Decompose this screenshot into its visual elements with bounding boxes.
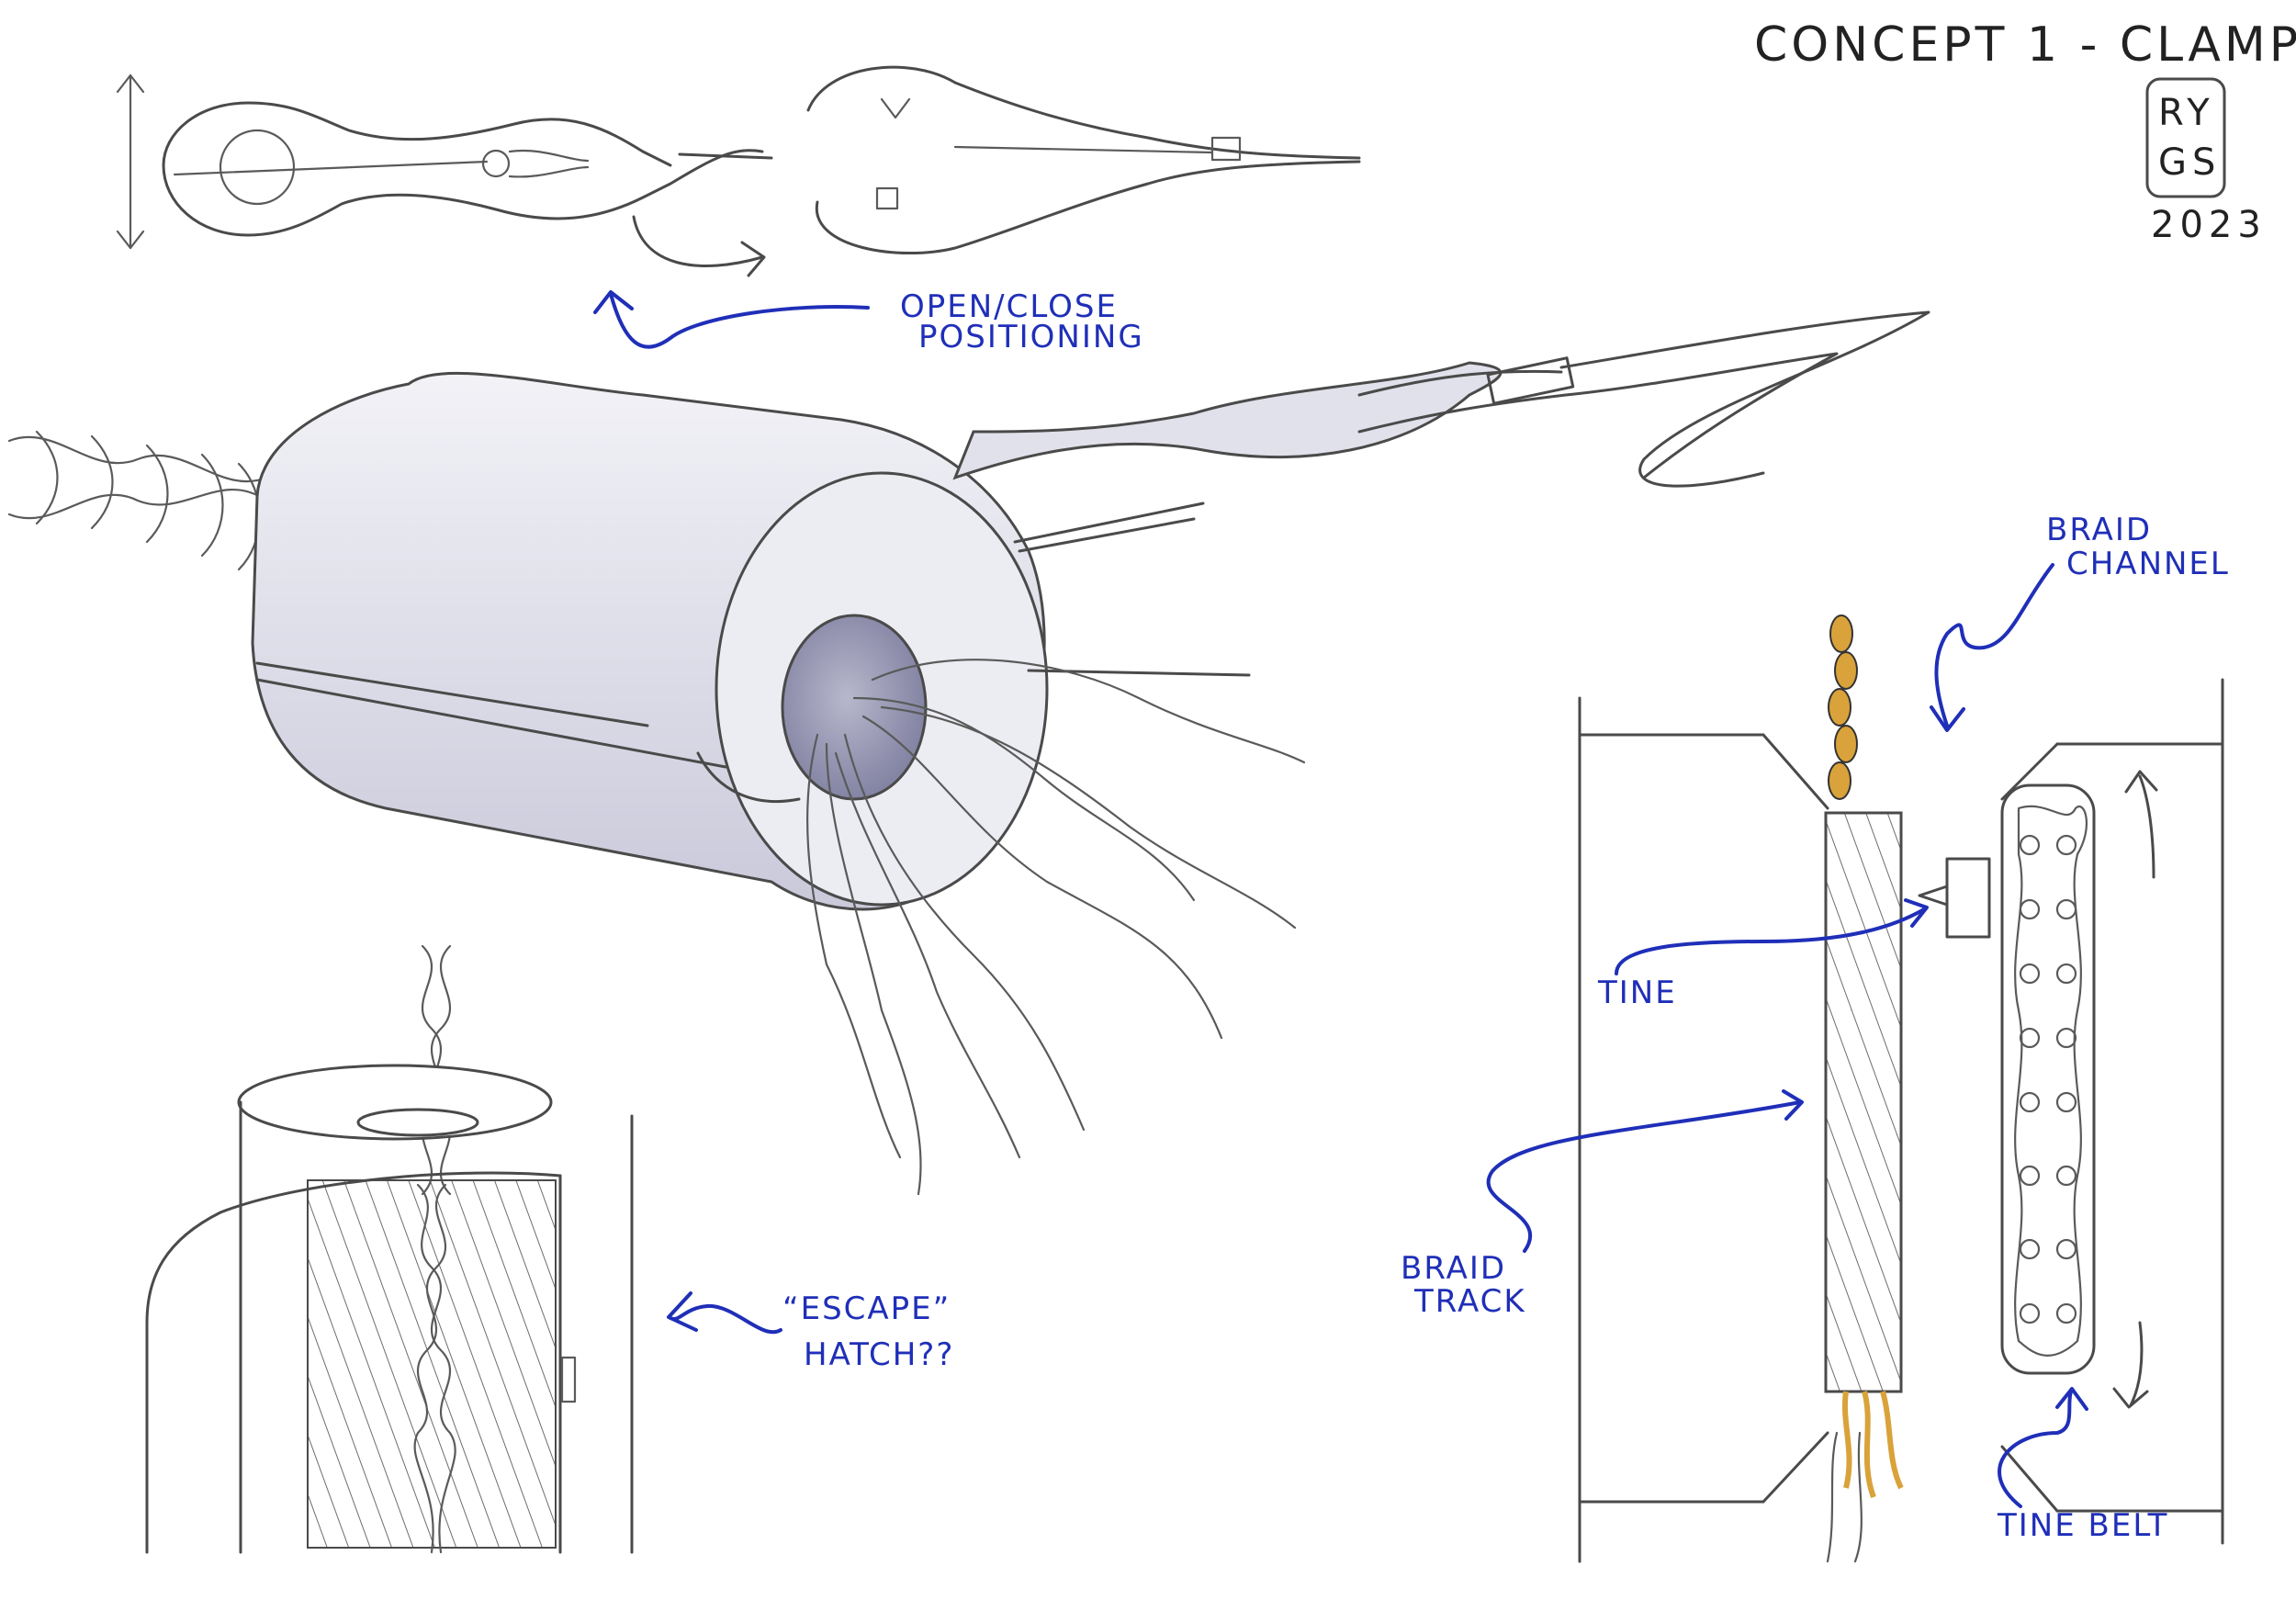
escape-hatch-label-1: “ESCAPE” [782,1291,951,1327]
sheet-title: CONCEPT 1 - CLAMP [1754,17,2296,73]
signature-box [2145,77,2226,198]
signature-initials-bottom: GS [2158,141,2221,184]
braid-track-annotation: BRAID TRACK [1401,1089,1804,1320]
closed-clamp-bore [219,129,296,206]
tine-annotation: TINE [1597,898,1929,1011]
escape-hatch-label-2: HATCH?? [804,1336,954,1373]
belt-arrow-up [2138,774,2155,879]
up-down-arrow [116,73,145,250]
braid-channel-label-1: BRAID [2046,512,2152,548]
top-view-open-close [116,65,1361,277]
rotation-arrow [632,215,764,267]
frayed-braid-bottom [1826,1391,1904,1563]
open-close-annotation: OPEN/CLOSE POSITIONING [593,288,1144,355]
open-close-label-2: POSITIONING [918,319,1144,355]
belt-arrow-down [2129,1321,2144,1407]
clamp-handle [952,361,1503,480]
open-close-leader [609,292,870,349]
closed-clamp-pivot [481,149,511,178]
title-block: CONCEPT 1 - CLAMP RY GS 2023 [1754,17,2296,246]
main-clamp-render [7,310,1930,1196]
open-clamp-outline [806,65,1361,255]
open-clamp-tine [1210,136,1242,162]
braid-cord-left [7,430,268,571]
cord-inner [413,1183,456,1554]
escape-hatch-annotation: “ESCAPE” HATCH?? [667,1291,954,1373]
hatch-flap [145,1171,562,1554]
braid-channel-annotation: BRAID CHANNEL [1930,512,2230,732]
tine-label: TINE [1597,975,1677,1011]
tine-belt [2000,783,2096,1375]
braid-channel-label-2: CHANNEL [2066,546,2230,582]
fibre-strands [806,659,1306,1196]
clamp-bore [781,614,928,801]
gold-braid-top [1828,614,1858,800]
clamp-hook [1357,310,1930,488]
signature-year: 2023 [2151,204,2267,246]
signature-initials-top: RY [2158,92,2215,134]
closed-clamp-split-line [173,160,489,176]
tine-belt-label: TINE BELT [1997,1507,2168,1544]
hatch-interior [307,1179,557,1549]
escape-hatch-cutaway [145,944,634,1554]
open-close-label-1: OPEN/CLOSE [900,288,1118,325]
braid-channel-detail [1578,614,2224,1563]
closed-clamp-outline [162,101,764,237]
tine-belt-links [2019,834,2077,1324]
braid-track-label-1: BRAID [1401,1250,1506,1287]
tine-belt-annotation: TINE BELT [1997,1387,2168,1544]
tine [1918,857,1991,939]
braid-track [1824,811,1903,1393]
braid-track-label-2: TRACK [1413,1283,1526,1320]
